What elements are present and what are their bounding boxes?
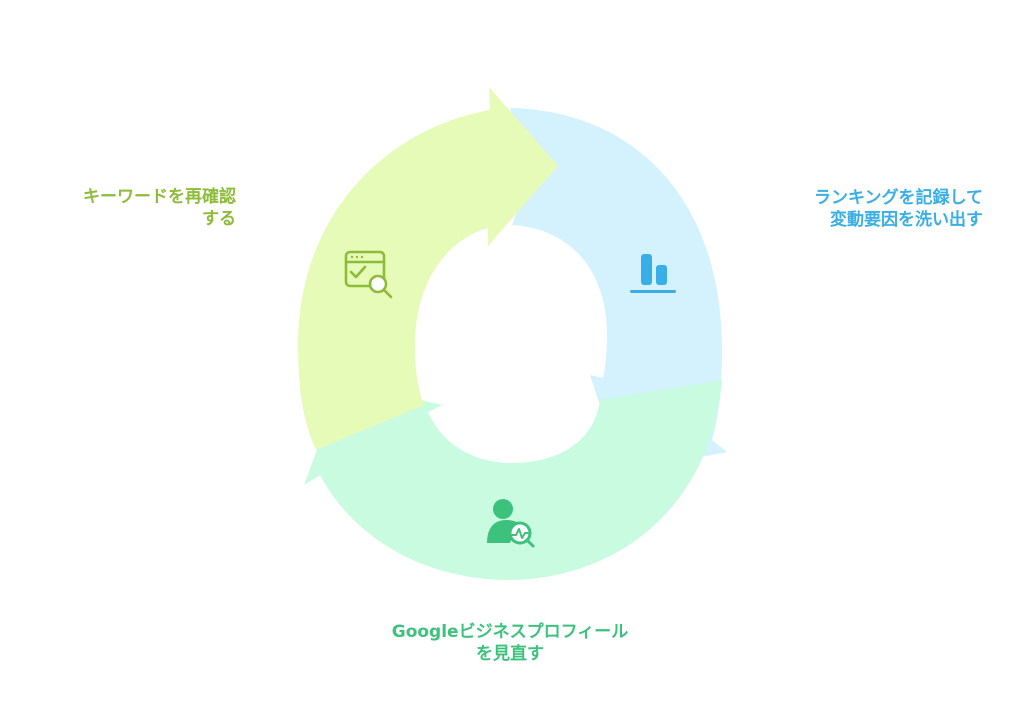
cycle-arrow-gbp <box>304 380 722 580</box>
stage-label-ranking: ランキングを記録して 変動要因を洗い出す <box>765 187 983 231</box>
stage-label-keyword: キーワードを再確認 する <box>83 186 236 230</box>
stage-label-line: を見直す <box>476 644 544 664</box>
stage-label-line: ランキングを記録して <box>814 188 983 208</box>
stage-label-line: する <box>202 209 236 229</box>
cycle-arrow-keyword <box>298 87 558 450</box>
stage-label-line: キーワードを再確認 <box>83 187 236 207</box>
stage-label-line: Googleビジネスプロフィール <box>391 622 629 642</box>
user-analytics-icon <box>487 499 535 548</box>
stage-label-gbp: Googleビジネスプロフィール を見直す <box>340 621 680 665</box>
stage-label-line: 変動要因を洗い出す <box>830 210 983 230</box>
checklist-search-icon <box>344 250 393 299</box>
bar-chart-icon <box>630 254 676 293</box>
cycle-arrow-ranking <box>510 108 727 472</box>
